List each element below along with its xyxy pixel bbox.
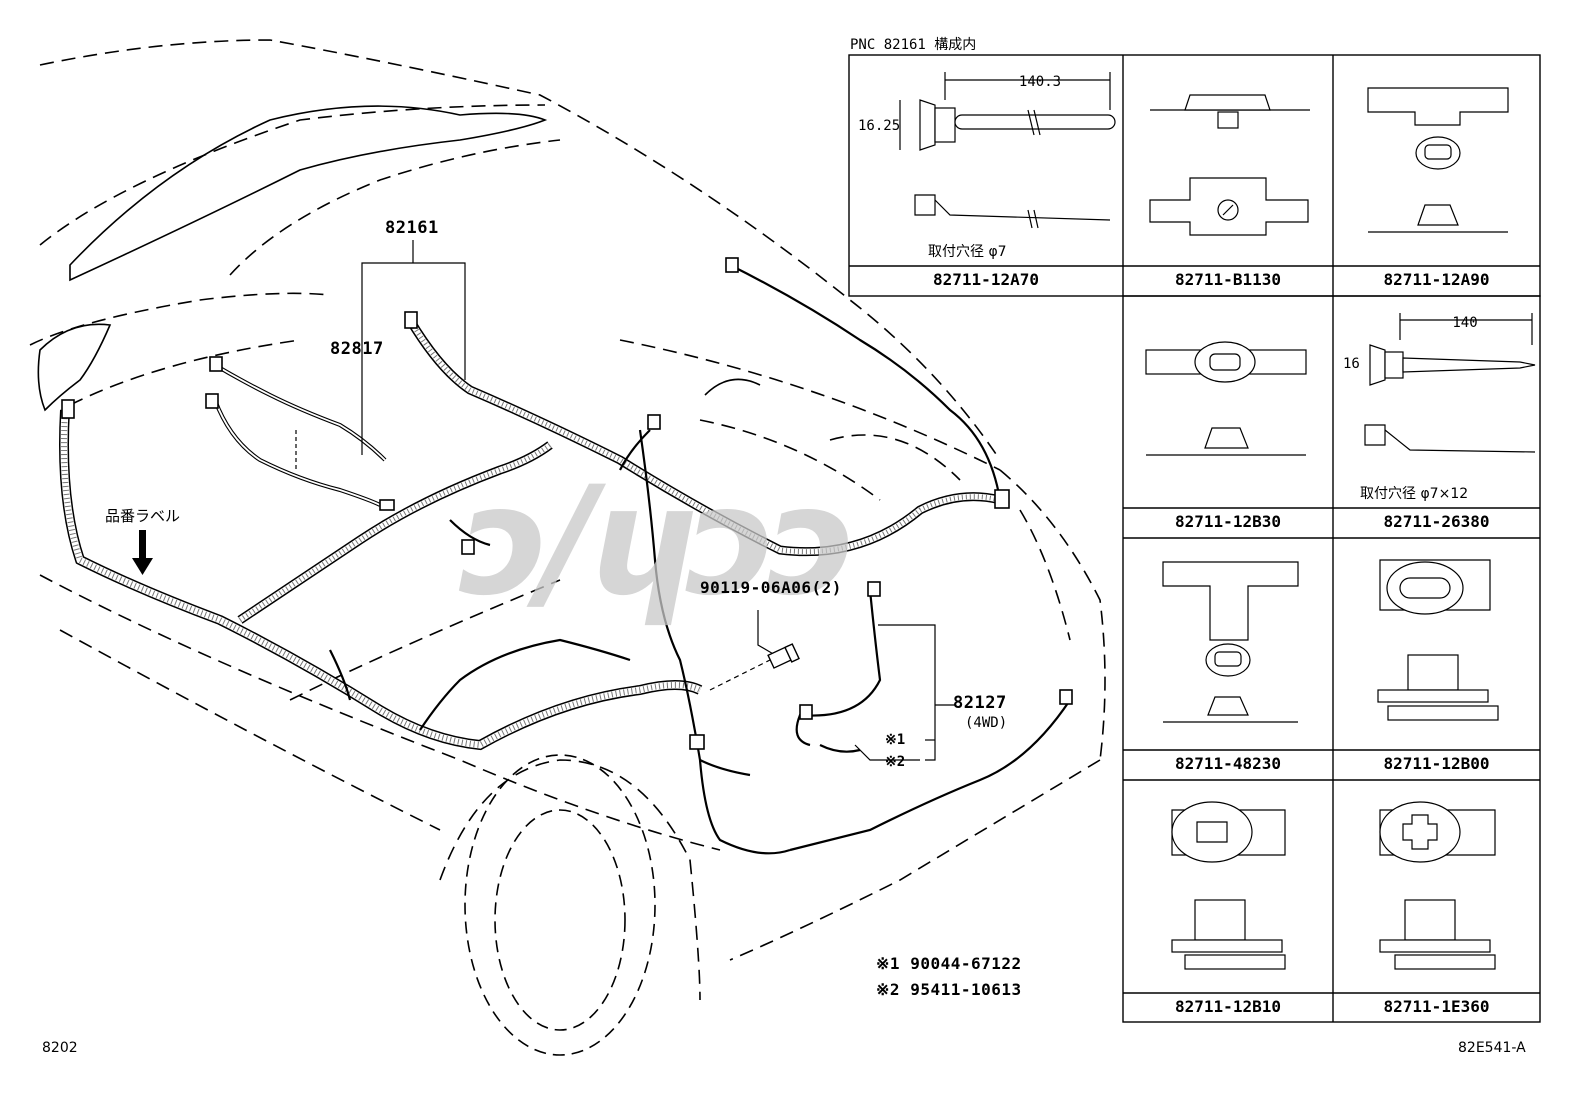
part-label-note: 品番ラベル: [105, 507, 181, 525]
clip-26380-hole: 取付穴径 φ7×12: [1360, 486, 1468, 502]
callout-82817: 82817: [330, 339, 384, 359]
callout-82161: 82161: [385, 218, 439, 238]
footer-left-code: 8202: [42, 1040, 78, 1056]
table-grid: [848, 54, 1541, 1023]
callout-4wd-note: (4WD): [965, 715, 1008, 731]
clip-B1130-drawing: [1149, 94, 1310, 236]
callout-bolt: 90119-06A06(2): [700, 578, 842, 597]
note-2: ※2 95411-10613: [876, 980, 1022, 999]
clip-48230-drawing: [1162, 561, 1299, 723]
part-82711-48230: 82711-48230: [1175, 754, 1281, 773]
note-1-part: 90044-67122: [910, 954, 1022, 973]
part-82711-12A90: 82711-12A90: [1383, 270, 1490, 289]
clip-26380-height: 16: [1343, 356, 1360, 372]
part-82711-B1130: 82711-B1130: [1175, 270, 1281, 289]
car-body-outline: [29, 39, 1106, 1001]
clip-12A70-height: 16.25: [858, 118, 900, 134]
harness-connectors: [61, 257, 1073, 750]
part-82711-1E360: 82711-1E360: [1383, 997, 1490, 1016]
clip-12B10-drawing: [1171, 801, 1286, 970]
part-82711-12A70: 82711-12A70: [933, 270, 1039, 289]
clip-12A90-drawing: [1367, 87, 1509, 233]
callout-ref1: ※1: [885, 732, 906, 748]
clip-12B00-drawing: [1377, 559, 1499, 721]
part-82711-12B30: 82711-12B30: [1175, 512, 1281, 531]
note-1-mark: ※1: [876, 954, 901, 973]
clip-26380-length: 140: [1452, 315, 1477, 331]
note-2-part: 95411-10613: [910, 980, 1022, 999]
part-82711-26380: 82711-26380: [1383, 512, 1490, 531]
clip-12B30-drawing: [1145, 341, 1307, 456]
rear-wheel: [464, 754, 656, 1056]
clip-1E360-drawing: [1379, 801, 1496, 970]
clip-26380-drawing: [1364, 313, 1536, 453]
clip-12A70-hole: 取付穴径 φ7: [928, 244, 1007, 260]
clip-12A70-length: 140.3: [1019, 74, 1061, 90]
callout-ref2: ※2: [885, 754, 906, 770]
note-2-mark: ※2: [876, 980, 901, 999]
table-title: PNC 82161 構成内: [850, 37, 977, 53]
bolt-icon: [767, 643, 800, 669]
spoiler-outline: [37, 105, 761, 412]
note-1: ※1 90044-67122: [876, 954, 1022, 973]
harness-branches: [329, 264, 1071, 855]
watermark: ɔ/ɥɔɔ: [460, 455, 856, 629]
part-82711-12B10: 82711-12B10: [1175, 997, 1281, 1016]
clip-12A70-drawing: [899, 72, 1116, 229]
harness-82161: [59, 317, 1002, 751]
footer-right-code: 82E541-A: [1458, 1040, 1526, 1056]
part-82711-12B00: 82711-12B00: [1383, 754, 1490, 773]
callout-leaders: [295, 240, 955, 761]
callout-82127: 82127: [953, 693, 1007, 713]
label-arrow: [132, 530, 153, 575]
